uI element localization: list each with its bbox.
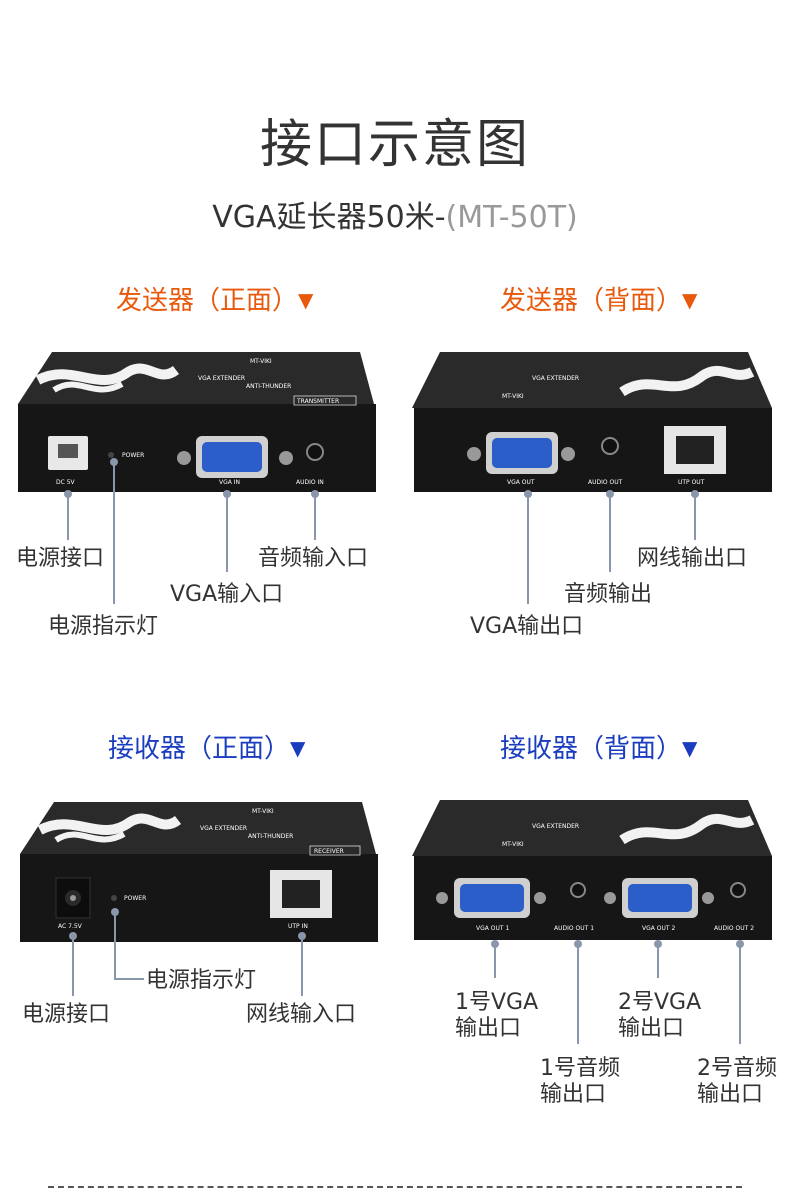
section-heading-tx-back: 发送器（背面）▼ [500, 286, 698, 316]
section-heading-rx-back: 接收器（背面）▼ [500, 734, 698, 764]
callout-tx-utp-out: 网线输出口 [637, 546, 748, 571]
callout-tx-audio-out: 音频输出 [564, 582, 653, 607]
callout-tx-audio-in: 音频输入口 [258, 546, 369, 571]
down-arrow-icon: ▼ [682, 736, 698, 760]
section-heading-tx-front: 发送器（正面）▼ [116, 286, 314, 316]
page-subtitle: VGA延长器50米-(MT-50T) [0, 192, 790, 236]
brand-label: MT-VIKI [250, 358, 272, 365]
port-label-vga-out: VGA OUT [507, 479, 535, 486]
audio-out2-jack-icon [730, 882, 746, 898]
callout-rx-vga-out1-a: 1号VGA [455, 990, 539, 1015]
port-label-audio-out: AUDIO OUT [588, 479, 623, 486]
usb-b-port-icon [48, 436, 88, 470]
callout-rx-vga-out2-b: 输出口 [618, 1016, 685, 1041]
port-label-power: POWER [122, 452, 144, 459]
model-number: (MT-50T) [445, 200, 578, 235]
subtitle-main: VGA延长器50米- [212, 200, 446, 235]
down-arrow-icon: ▼ [682, 288, 698, 312]
down-arrow-icon: ▼ [290, 736, 306, 760]
port-label-utp-in: UTP IN [288, 923, 308, 930]
transmitter-tag: TRANSMITTER [296, 398, 339, 405]
footer-divider [48, 1186, 742, 1188]
port-label-ac75v: AC 7.5V [58, 923, 83, 930]
callout-rx-audio-out1-a: 1号音频 [540, 1056, 620, 1081]
product-label: VGA EXTENDER [200, 825, 247, 832]
page-title: 接口示意图 [259, 115, 530, 175]
callout-rx-power-jack: 电源接口 [22, 1002, 111, 1027]
callout-rx-audio-out2-a: 2号音频 [697, 1056, 777, 1081]
transmitter-front-image: MT-VIKI VGA EXTENDER ANTI-THUNDER TRANSM… [18, 350, 378, 494]
transmitter-back-image: MT-VIKI VGA EXTENDER VGA OUT AUDIO OUT U… [412, 350, 774, 494]
audio-out-jack-icon [601, 437, 619, 455]
product-label: VGA EXTENDER [198, 375, 245, 382]
port-label-vga-out1: VGA OUT 1 [476, 925, 509, 932]
port-label-vga-in: VGA IN [219, 479, 240, 486]
callout-rx-vga-out2-a: 2号VGA [618, 990, 702, 1015]
port-label-audio-out2: AUDIO OUT 2 [714, 925, 754, 932]
product-label: VGA EXTENDER [532, 823, 579, 830]
brand-label: MT-VIKI [502, 393, 524, 400]
receiver-tag: RECEIVER [314, 848, 344, 855]
port-label-audio-out1: AUDIO OUT 1 [554, 925, 594, 932]
sub-label: ANTI-THUNDER [248, 833, 293, 840]
port-label-dc5v: DC 5V [56, 479, 76, 486]
callout-tx-power-led: 电源指示灯 [48, 614, 159, 639]
port-label-audio-in: AUDIO IN [296, 479, 324, 486]
product-label: VGA EXTENDER [532, 375, 579, 382]
callout-rx-power-led: 电源指示灯 [146, 968, 257, 993]
rj45-port-icon [270, 870, 332, 918]
brand-label: MT-VIKI [252, 808, 274, 815]
vga-out1-port-icon [436, 878, 546, 918]
vga-out2-port-icon [604, 878, 714, 918]
port-label-power: POWER [124, 895, 146, 902]
callout-tx-power-jack: 电源接口 [16, 546, 105, 571]
port-label-utp-out: UTP OUT [678, 479, 705, 486]
power-led-icon [111, 895, 117, 901]
down-arrow-icon: ▼ [298, 288, 314, 312]
callout-rx-vga-out1-b: 输出口 [455, 1016, 522, 1041]
port-label-vga-out2: VGA OUT 2 [642, 925, 675, 932]
dc-jack-icon [55, 877, 91, 919]
power-led-icon [108, 452, 114, 458]
callout-rx-utp-in: 网线输入口 [246, 1002, 357, 1027]
audio-in-jack-icon [306, 443, 324, 461]
section-heading-rx-front: 接收器（正面）▼ [108, 734, 306, 764]
audio-out1-jack-icon [570, 882, 586, 898]
receiver-front-image: MT-VIKI VGA EXTENDER ANTI-THUNDER RECEIV… [20, 800, 380, 944]
sub-label: ANTI-THUNDER [246, 383, 291, 390]
callout-tx-vga-in: VGA输入口 [170, 582, 284, 607]
vga-in-port-icon [177, 436, 293, 478]
callout-tx-vga-out: VGA输出口 [470, 614, 584, 639]
rj45-port-icon [664, 426, 726, 474]
brand-label: MT-VIKI [502, 841, 524, 848]
receiver-back-image: MT-VIKI VGA EXTENDER VGA OUT 1 AUDIO OUT… [412, 798, 774, 942]
callout-rx-audio-out2-b: 输出口 [697, 1082, 764, 1107]
vga-out-port-icon [467, 432, 575, 474]
callout-rx-audio-out1-b: 输出口 [540, 1082, 607, 1107]
